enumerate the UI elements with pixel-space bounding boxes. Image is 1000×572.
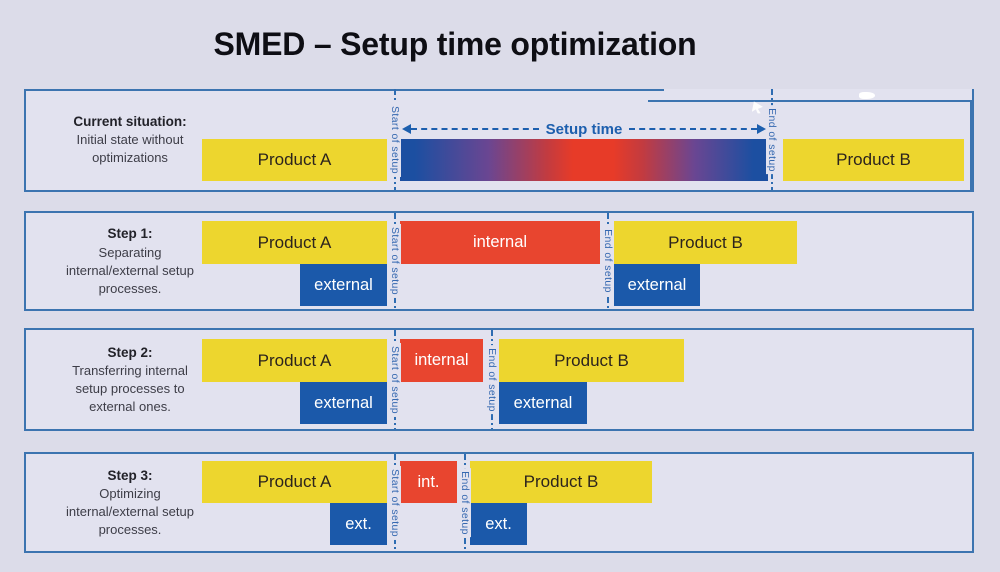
- bar-external-before: external: [300, 382, 387, 424]
- bar-external-label: ext.: [485, 514, 512, 533]
- caption-line: setup processes to: [75, 380, 185, 396]
- arrowhead-right-icon: [757, 124, 766, 134]
- bar-external-label: external: [314, 275, 373, 294]
- end-of-setup-line: End of setup: [486, 330, 498, 429]
- bar-external-label: external: [513, 393, 573, 412]
- row-caption: Current situation: Initial state without…: [40, 112, 220, 167]
- panel-top-border-left-segment: [26, 89, 664, 91]
- bar-external-after: ext.: [470, 503, 527, 545]
- start-of-setup-label: Start of setup: [389, 465, 401, 540]
- bar-external-after: external: [614, 264, 700, 306]
- bar-product-b-label: Product B: [836, 150, 911, 169]
- bar-product-b-label: Product B: [554, 350, 629, 370]
- bar-product-b: Product B: [783, 139, 964, 181]
- bar-product-a-label: Product A: [257, 150, 332, 169]
- end-of-setup-label: End of setup: [602, 226, 614, 296]
- bar-external-after: external: [499, 382, 587, 424]
- bar-product-b: Product B: [499, 339, 684, 382]
- bar-product-b-label: Product B: [523, 472, 599, 491]
- caption-line: processes.: [98, 521, 162, 537]
- bar-internal-label: internal: [414, 351, 469, 369]
- bar-product-a: Product A: [202, 461, 387, 503]
- caption-heading: Current situation:: [73, 113, 187, 129]
- bar-internal-label: int.: [417, 472, 440, 491]
- panel-top-border-right-segment: [648, 100, 972, 102]
- start-of-setup-label: Start of setup: [389, 342, 401, 417]
- start-of-setup-line: Start of setup: [389, 330, 401, 429]
- row-caption: Step 2: Transferring internal setup proc…: [40, 343, 220, 415]
- bar-product-a-label: Product A: [257, 350, 332, 370]
- start-of-setup-label: Start of setup: [389, 102, 401, 177]
- end-of-setup-line: End of setup: [459, 454, 471, 551]
- panel-current-situation: Current situation: Initial state without…: [24, 89, 974, 192]
- bar-external-label: external: [314, 393, 373, 412]
- arrowhead-left-icon: [402, 124, 411, 134]
- bar-internal: internal: [400, 339, 483, 382]
- setup-time-arrow: Setup time: [402, 120, 766, 138]
- caption-heading: Step 1:: [107, 225, 153, 241]
- caption-line: processes.: [98, 280, 162, 296]
- bar-product-a: Product A: [202, 339, 387, 382]
- row-caption: Step 3: Optimizing internal/external set…: [40, 466, 220, 538]
- start-of-setup-line: Start of setup: [389, 213, 401, 309]
- start-of-setup-line: Start of setup: [389, 89, 401, 190]
- end-of-setup-label: End of setup: [486, 344, 498, 415]
- bar-product-a-label: Product A: [257, 472, 332, 491]
- bar-external-label: ext.: [345, 514, 372, 533]
- setup-gradient-bar: [400, 139, 768, 181]
- bar-product-a: Product A: [202, 221, 387, 264]
- bar-external-label: external: [627, 275, 687, 294]
- row-caption: Step 1: Separating internal/external set…: [40, 225, 220, 297]
- caption-line: Optimizing: [99, 485, 161, 501]
- bar-internal: int.: [400, 461, 457, 503]
- caption-heading: Step 3:: [107, 467, 153, 483]
- bar-product-a-label: Product A: [257, 232, 332, 252]
- end-of-setup-line: End of setup: [602, 213, 614, 309]
- white-swoosh-artifact: [859, 92, 875, 99]
- caption-heading: Step 2:: [107, 344, 153, 360]
- caption-line: external ones.: [89, 398, 171, 414]
- panel-step-3: Step 3: Optimizing internal/external set…: [24, 452, 974, 553]
- bar-product-b: Product B: [614, 221, 797, 264]
- bar-product-a: Product A: [202, 139, 387, 181]
- caption-line: Transferring internal: [72, 362, 188, 378]
- page-title: SMED – Setup time optimization: [213, 26, 697, 62]
- start-of-setup-label: Start of setup: [389, 223, 401, 299]
- panel-step-2: Step 2: Transferring internal setup proc…: [24, 328, 974, 431]
- end-of-setup-label: End of setup: [459, 467, 471, 538]
- panel-right-border: [970, 100, 972, 190]
- caption-line: Initial state without: [76, 131, 184, 147]
- end-of-setup-line: End of setup: [766, 89, 778, 190]
- caption-line: internal/external setup: [66, 262, 194, 278]
- bar-product-b: Product B: [470, 461, 652, 503]
- caption-line: optimizations: [92, 149, 168, 165]
- caption-line: Separating: [98, 244, 162, 260]
- bar-product-b-label: Product B: [668, 232, 743, 252]
- end-of-setup-label: End of setup: [766, 104, 778, 175]
- bar-external-before: ext.: [330, 503, 387, 545]
- dashed-arrow-line: [411, 128, 539, 130]
- panel-step-1: Step 1: Separating internal/external set…: [24, 211, 974, 311]
- dashed-arrow-line: [629, 128, 757, 130]
- bar-external-before: external: [300, 264, 387, 306]
- caption-line: internal/external setup: [66, 503, 194, 519]
- start-of-setup-line: Start of setup: [389, 454, 401, 551]
- setup-time-label: Setup time: [545, 120, 623, 138]
- bar-internal-label: internal: [472, 233, 528, 251]
- bar-internal: internal: [400, 221, 600, 264]
